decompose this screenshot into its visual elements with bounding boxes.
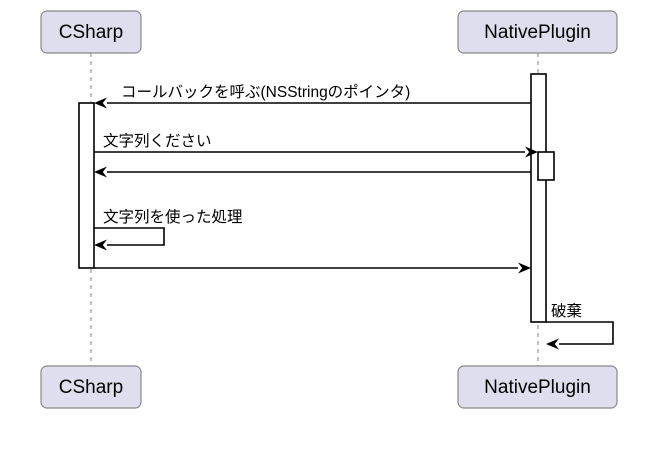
message-msg-done [94,262,531,274]
participant-csharp-top: CSharp [40,10,142,54]
participant-csharp-bottom: CSharp [40,365,142,409]
participant-box-csharp-bottom [40,365,142,409]
messages-layer: コールバックを呼ぶ(NSStringのポインタ) 文字列ください文字列を使った処理… [94,83,614,350]
participant-label-csharp-bottom: CSharp [59,377,123,398]
participant-label-nativeplugin-bottom: NativePlugin [484,377,591,398]
message-arrowhead [94,166,107,178]
message-line [546,321,614,345]
participant-box-nativeplugin-top [457,10,618,54]
message-arrowhead [525,146,538,158]
activation-bar-csharp [78,102,95,269]
activation-bar-nativeplugin-nested [537,151,555,181]
message-msg-request-string: 文字列ください [94,132,538,158]
message-arrowhead [518,262,531,274]
message-msg-callback: コールバックを呼ぶ(NSStringのポインタ) [94,83,531,109]
participant-box-nativeplugin-bottom [457,365,618,409]
activations-layer [78,73,555,323]
message-arrowhead [94,97,107,109]
message-arrowhead [94,239,107,251]
participant-nativeplugin-top: NativePlugin [457,10,618,54]
activation-bar-nativeplugin [530,73,547,323]
participant-label-nativeplugin-top: NativePlugin [484,22,591,43]
participant-label-csharp-top: CSharp [59,22,123,43]
participant-nativeplugin-bottom: NativePlugin [457,365,618,409]
message-msg-return-string [94,166,531,178]
message-label: 文字列ください [103,132,212,150]
message-arrowhead [546,338,559,350]
message-msg-self-process: 文字列を使った処理 [94,208,243,251]
message-label: コールバックを呼ぶ(NSStringのポインタ) [121,83,410,101]
participant-box-csharp-top [40,10,142,54]
message-label: 破棄 [551,302,582,320]
message-line [94,227,165,246]
message-msg-dispose: 破棄 [546,302,614,350]
message-label: 文字列を使った処理 [103,208,243,226]
